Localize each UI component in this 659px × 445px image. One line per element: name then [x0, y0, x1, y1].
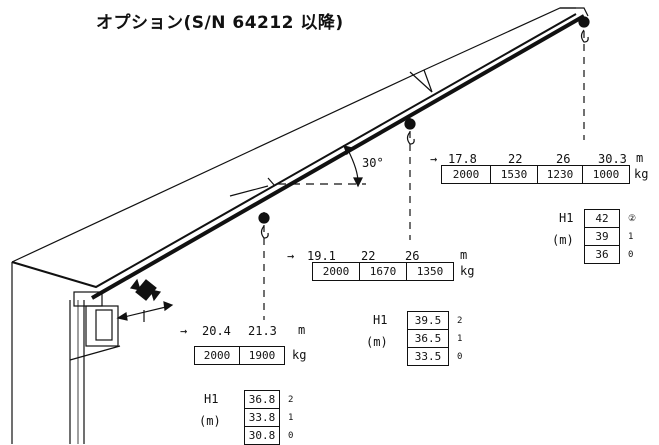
config1-radius-unit: m: [636, 151, 644, 165]
config1-load-2: 1230: [537, 165, 583, 184]
angle-label: 30°: [362, 156, 384, 170]
config3-height-note-0: 2: [288, 394, 294, 405]
config1-h-label: H1: [559, 211, 574, 225]
config3-height-note-2: 0: [288, 430, 294, 441]
config2-height-note-1: 1: [457, 333, 463, 344]
config3-radius-1: 21.3: [248, 324, 277, 338]
config1-height-0: 42: [584, 209, 620, 228]
config1-height-note-0: ②: [628, 213, 637, 224]
config1-height-row: 39 1: [584, 227, 637, 246]
config2-load-0: 2000: [312, 262, 360, 281]
config1-load-row: 2000 1530 1230 1000: [441, 165, 630, 184]
config3-load-unit: kg: [292, 348, 307, 362]
config1-height-row: 42 ②: [584, 209, 637, 228]
hooks-and-ropes: [258, 16, 590, 320]
config1-height-note-1: 1: [628, 231, 634, 242]
config3-load-0: 2000: [194, 346, 240, 365]
config2-radius-row: → 19.1 22 26: [287, 249, 487, 263]
jib-structure: [11, 7, 589, 444]
config3-radius-row: → 20.4 21.3: [180, 324, 290, 338]
config2-height-1: 36.5: [407, 329, 449, 348]
config2-h-unit: (m): [366, 335, 388, 349]
config1-load-unit: kg: [634, 167, 649, 181]
config2-radius-2: 26: [405, 249, 420, 263]
config1-height-note-2: 0: [628, 249, 634, 260]
angle-indicator: [278, 145, 366, 188]
config3-load-table: 2000 1900: [194, 346, 285, 365]
config1-load-1: 1530: [490, 165, 538, 184]
config2-radius-0: 19.1: [307, 249, 336, 263]
config1-radius-3: 30.3: [598, 152, 627, 166]
config3-height-2: 30.8: [244, 426, 280, 445]
config1-height-1: 39: [584, 227, 620, 246]
trolley-travel-arrows: [116, 278, 174, 322]
config2-height-2: 33.5: [407, 347, 449, 366]
config1-load-3: 1000: [582, 165, 630, 184]
config1-h-unit: (m): [552, 233, 574, 247]
config2-load-unit: kg: [460, 264, 475, 278]
config1-radius-row: → 17.8 22 26 30.3: [430, 152, 630, 166]
config2-height-note-2: 0: [457, 351, 463, 362]
config3-height-1: 33.8: [244, 408, 280, 427]
config2-load-table: 2000 1670 1350: [312, 262, 454, 281]
config3-h-unit: (m): [199, 414, 221, 428]
config3-arrow: →: [180, 324, 188, 338]
config2-load-1: 1670: [359, 262, 407, 281]
config1-arrow: →: [430, 152, 438, 166]
config1-radius-1: 22: [508, 152, 523, 166]
diagram-title: オプション(S/N 64212 以降): [96, 13, 344, 33]
config3-height-0: 36.8: [244, 390, 280, 409]
config2-load-2: 1350: [406, 262, 454, 281]
config3-radius-0: 20.4: [202, 324, 231, 338]
config3-radius-unit: m: [298, 323, 306, 337]
config1-radius-0: 17.8: [448, 152, 477, 166]
config2-h-label: H1: [373, 313, 388, 327]
config1-load-0: 2000: [441, 165, 491, 184]
config2-radius-unit: m: [460, 248, 468, 262]
config3-h-label: H1: [204, 392, 219, 406]
config2-height-note-0: 2: [457, 315, 463, 326]
config2-arrow: →: [287, 249, 295, 263]
trolley-cabin: [69, 291, 121, 361]
config3-load-1: 1900: [239, 346, 285, 365]
config1-load-table: 2000 1530 1230 1000: [441, 165, 630, 184]
config3-height-note-1: 1: [288, 412, 294, 423]
config2-load-row: 2000 1670 1350: [312, 262, 454, 281]
config2-height-0: 39.5: [407, 311, 449, 330]
config1-height-row: 36 0: [584, 245, 637, 264]
config1-height-2: 36: [584, 245, 620, 264]
config1-radius-2: 26: [556, 152, 571, 166]
config1-height-table: 42 ② 39 1 36 0: [584, 209, 637, 264]
config2-radius-1: 22: [361, 249, 376, 263]
config3-load-row: 2000 1900: [194, 346, 285, 365]
